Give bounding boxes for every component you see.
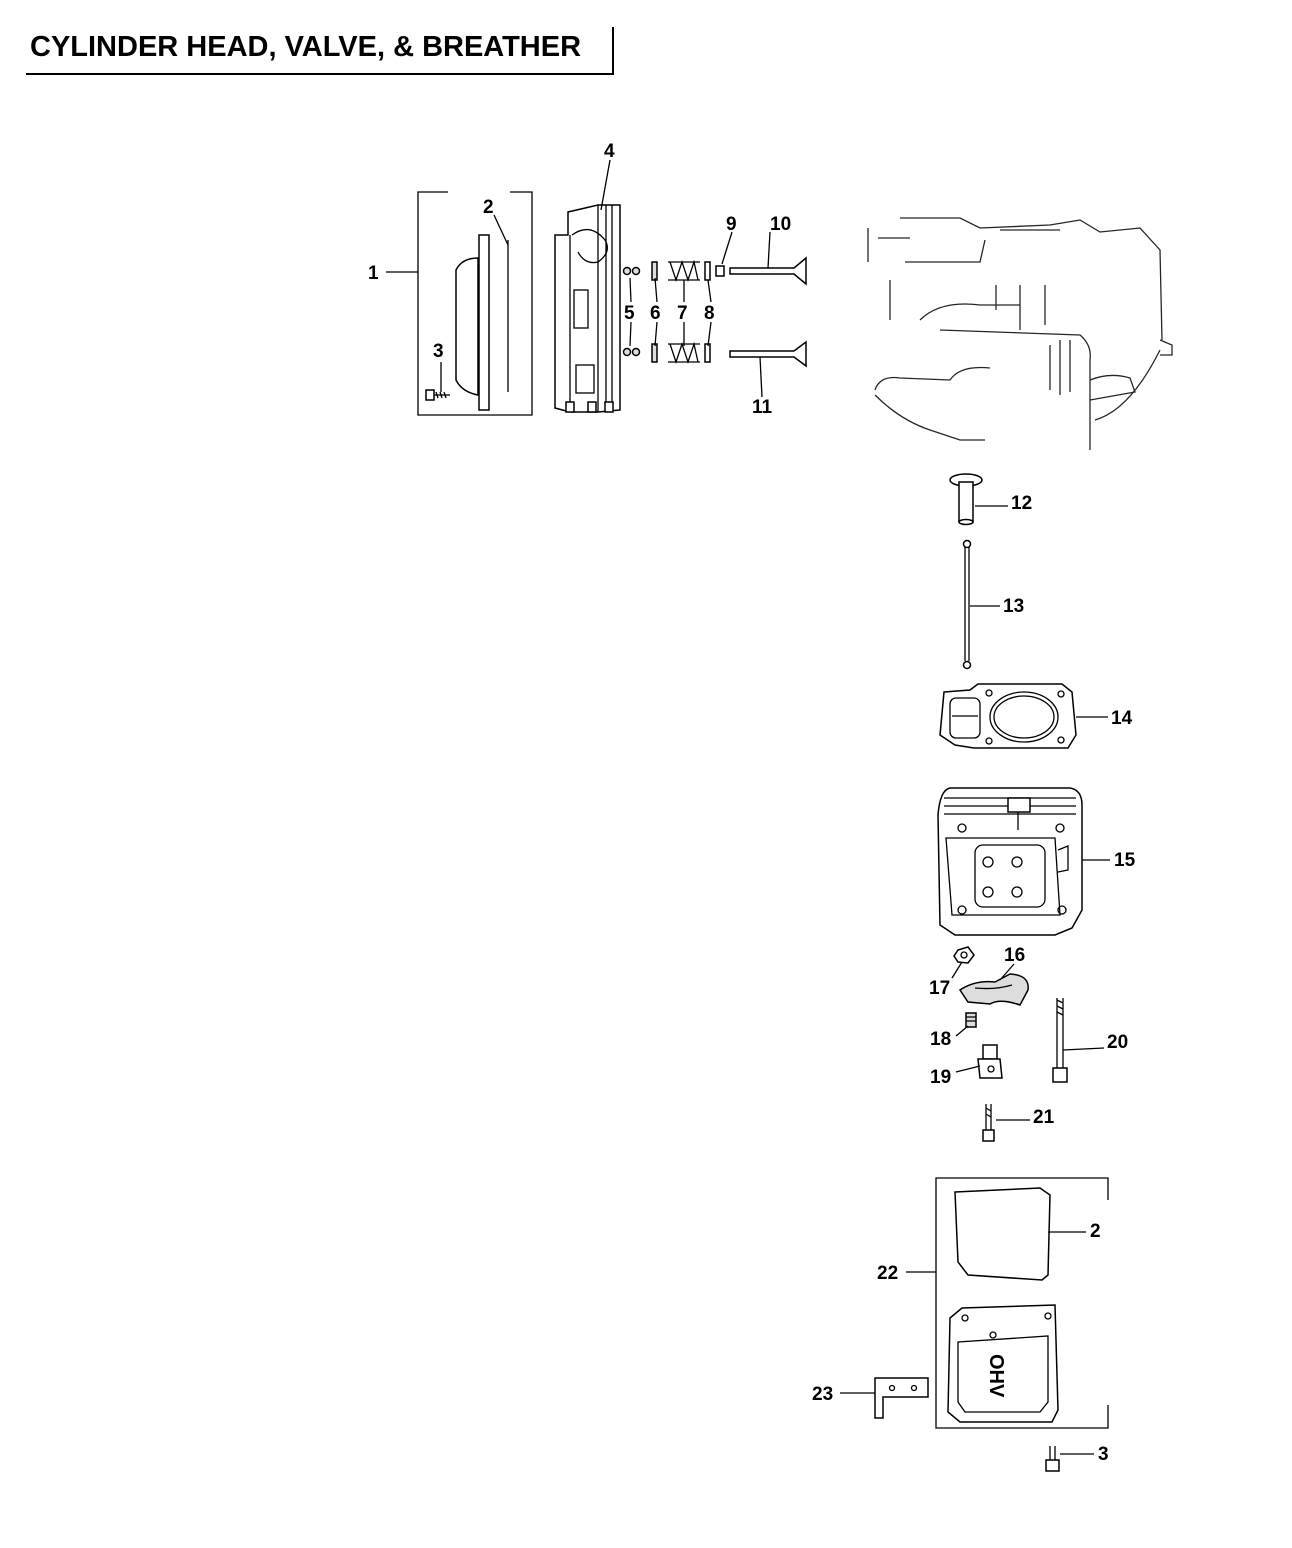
callout-4: 4 xyxy=(604,141,615,162)
push-rod-13 xyxy=(962,539,972,670)
callout-5: 5 xyxy=(624,303,635,324)
callout-2-lower: 2 xyxy=(1090,1221,1101,1242)
callout-13: 13 xyxy=(1003,596,1024,617)
callout-11: 11 xyxy=(752,397,773,418)
screw-3-upper xyxy=(425,389,450,401)
callout-17: 17 xyxy=(929,978,950,999)
callout-10: 10 xyxy=(770,214,791,235)
stud-21 xyxy=(982,1104,995,1142)
callout-20: 20 xyxy=(1107,1032,1128,1053)
valve-cover-assembly: OHV xyxy=(935,1177,1109,1429)
adjuster-18 xyxy=(965,1012,977,1028)
breather-gasket xyxy=(478,234,490,411)
valve-cover-logo: OHV xyxy=(985,1354,1007,1398)
callout-8: 8 xyxy=(704,303,715,324)
leader-lines xyxy=(386,159,1110,1455)
rocker-arm-16 xyxy=(958,973,1029,1006)
callout-15: 15 xyxy=(1114,850,1136,871)
cylinder-head-side-view xyxy=(554,204,621,413)
callout-21: 21 xyxy=(1033,1107,1055,1128)
head-gasket-14 xyxy=(939,683,1077,749)
pivot-19 xyxy=(977,1044,1003,1079)
callout-9: 9 xyxy=(726,214,737,235)
callout-23: 23 xyxy=(812,1384,833,1405)
callout-1: 1 xyxy=(368,263,379,284)
diagram-title: CYLINDER HEAD, VALVE, & BREATHER xyxy=(30,31,582,63)
breather-cover-assembly xyxy=(417,191,533,416)
engine-block-outline xyxy=(867,217,1173,450)
diagram-title-box: CYLINDER HEAD, VALVE, & BREATHER xyxy=(26,27,614,75)
callout-14: 14 xyxy=(1111,708,1133,729)
callout-18: 18 xyxy=(930,1029,951,1050)
tappet-12 xyxy=(949,473,983,526)
callout-12: 12 xyxy=(1011,493,1032,514)
valve-cover xyxy=(947,1304,1059,1423)
head-bolt-20 xyxy=(1052,998,1068,1083)
callout-6: 6 xyxy=(650,303,661,324)
valve-train-lower xyxy=(622,340,807,368)
cylinder-head-15 xyxy=(937,787,1083,936)
valve-11 xyxy=(729,340,807,368)
valve-train-upper xyxy=(622,256,807,286)
callout-3-lower: 3 xyxy=(1098,1444,1109,1465)
callout-22: 22 xyxy=(877,1263,898,1284)
callout-7: 7 xyxy=(677,303,688,324)
breather-cover xyxy=(455,257,479,396)
callout-16: 16 xyxy=(1004,945,1025,966)
valve-10 xyxy=(729,256,807,286)
screw-3-lower xyxy=(1045,1446,1060,1472)
callout-19: 19 xyxy=(930,1067,951,1088)
nut-17 xyxy=(953,946,975,964)
valve-cover-gasket xyxy=(954,1187,1051,1281)
callout-labels: 1 2 3 4 5 6 7 8 9 10 11 12 13 14 15 16 1… xyxy=(368,141,1136,1465)
callout-2-upper: 2 xyxy=(483,197,494,218)
bracket-23 xyxy=(874,1377,929,1419)
callout-3-upper: 3 xyxy=(433,341,444,362)
